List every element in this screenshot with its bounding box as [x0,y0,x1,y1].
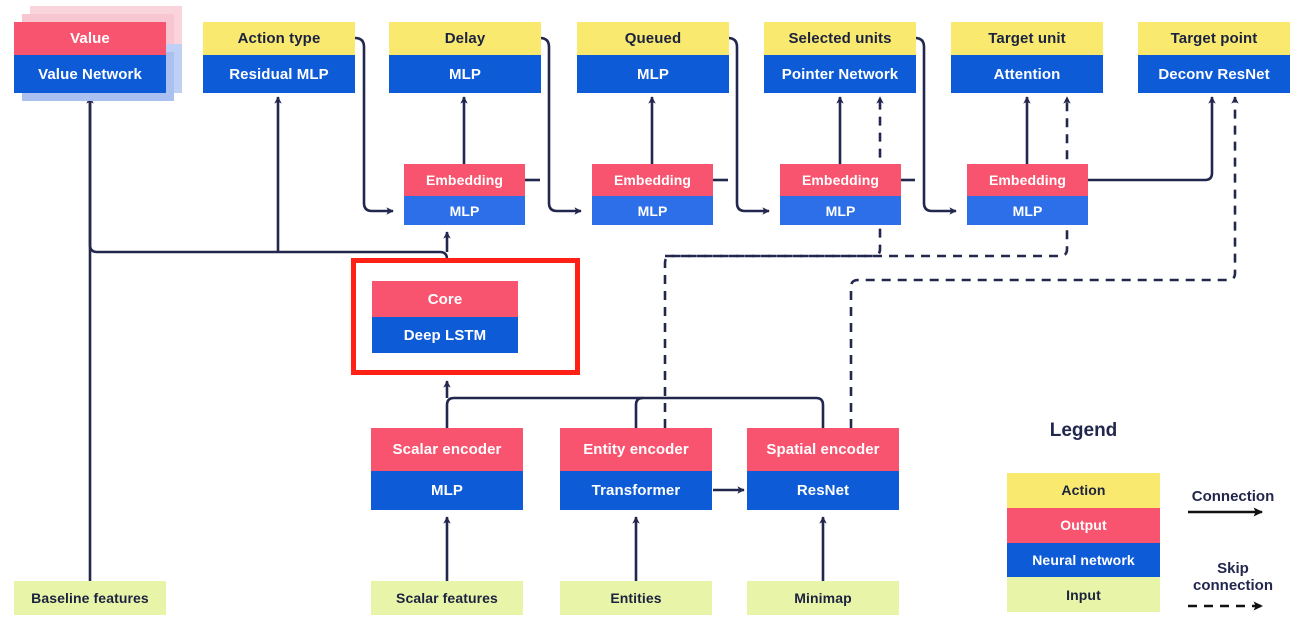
block-queued-network-label: MLP [577,55,729,93]
block-delay-network-label: MLP [389,55,541,93]
legend-label-skip-connection: Skip connection [1178,560,1288,595]
block-embedding-2[interactable]: Embedding MLP [592,164,713,225]
block-value-output-label: Value [14,22,166,55]
block-delay[interactable]: Delay MLP [389,22,541,93]
block-input-entities[interactable]: Entities [560,581,712,615]
skip-spatialenc-to-deconv-resnet [849,96,1239,428]
block-action-type[interactable]: Action type Residual MLP [203,22,355,93]
block-target-unit[interactable]: Target unit Attention [951,22,1103,93]
block-entity-encoder[interactable]: Entity encoder Transformer [560,428,712,510]
edge-actiontype-to-embedding-1 [354,36,394,215]
block-scalar-encoder-output-label: Scalar encoder [371,428,523,471]
block-target-unit-network-label: Attention [951,55,1103,93]
block-embedding-3-output-label: Embedding [780,164,901,196]
block-embedding-1[interactable]: Embedding MLP [404,164,525,225]
block-embedding-4[interactable]: Embedding MLP [967,164,1088,225]
block-selected-units-action-label: Selected units [764,22,916,55]
block-embedding-3-network-label: MLP [780,196,901,225]
block-core-output-label: Core [372,281,518,317]
edge-selectedunits-to-embedding-4 [914,36,957,215]
block-target-unit-action-label: Target unit [951,22,1103,55]
block-queued-action-label: Queued [577,22,729,55]
block-core-network-label: Deep LSTM [372,317,518,353]
legend-category-stack: Action Output Neural network Input [1007,473,1160,612]
legend-swatch-output: Output [1007,507,1160,543]
legend-label-skip-line-1: Skip [1217,560,1249,577]
block-spatial-encoder-network-label: ResNet [747,471,899,510]
block-input-scalar-features[interactable]: Scalar features [371,581,523,615]
block-action-type-action-label: Action type [203,22,355,55]
block-embedding-3[interactable]: Embedding MLP [780,164,901,225]
edge-core-to-left-bus [88,97,449,281]
legend-swatch-neural-network: Neural network [1007,542,1160,578]
block-input-baseline-features-label: Baseline features [14,581,166,615]
block-spatial-encoder-output-label: Spatial encoder [747,428,899,471]
edge-queued-to-embedding-3 [727,36,770,215]
block-scalar-encoder-network-label: MLP [371,471,523,510]
block-scalar-encoder[interactable]: Scalar encoder MLP [371,428,523,510]
legend-label-skip-line-2: connection [1192,577,1273,595]
legend-swatch-action: Action [1007,473,1160,508]
block-delay-action-label: Delay [389,22,541,55]
block-embedding-2-output-label: Embedding [592,164,713,196]
block-target-point-action-label: Target point [1138,22,1290,55]
block-entity-encoder-network-label: Transformer [560,471,712,510]
block-embedding-4-output-label: Embedding [967,164,1088,196]
block-core[interactable]: Core Deep LSTM [372,281,518,353]
block-value-network-label: Value Network [14,55,166,93]
block-embedding-1-network-label: MLP [404,196,525,225]
skip-entityenc-to-pointer-network [663,96,884,428]
block-input-entities-label: Entities [560,581,712,615]
block-selected-units[interactable]: Selected units Pointer Network [764,22,916,93]
legend-label-connection: Connection [1191,488,1275,505]
block-input-baseline-features[interactable]: Baseline features [14,581,166,615]
edge-embedding4-to-targetpoint [1088,96,1216,182]
legend-swatch-input: Input [1007,577,1160,612]
legend-title: Legend [1049,420,1118,441]
skip-entityenc-to-attention [665,96,1071,258]
edge-encoder-bus [445,396,825,406]
block-action-type-network-label: Residual MLP [203,55,355,93]
block-entity-encoder-output-label: Entity encoder [560,428,712,471]
block-queued[interactable]: Queued MLP [577,22,729,93]
edge-entity-join-bus [634,396,644,406]
block-input-scalar-features-label: Scalar features [371,581,523,615]
block-target-point[interactable]: Target point Deconv ResNet [1138,22,1290,93]
block-value[interactable]: Value Value Network [14,6,182,101]
block-embedding-1-output-label: Embedding [404,164,525,196]
block-embedding-4-network-label: MLP [967,196,1088,225]
block-spatial-encoder[interactable]: Spatial encoder ResNet [747,428,899,510]
block-selected-units-network-label: Pointer Network [764,55,916,93]
block-target-point-network-label: Deconv ResNet [1138,55,1290,93]
block-input-minimap[interactable]: Minimap [747,581,899,615]
edge-delay-to-embedding-2 [539,36,582,215]
block-input-minimap-label: Minimap [747,581,899,615]
block-embedding-2-network-label: MLP [592,196,713,225]
